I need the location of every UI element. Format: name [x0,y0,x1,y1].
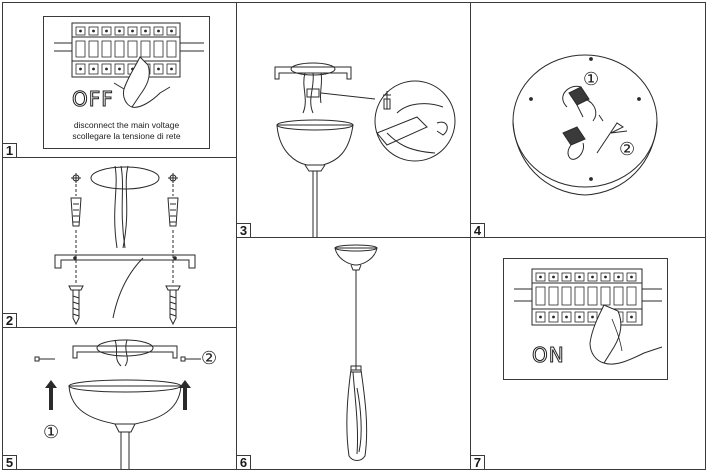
step-number-1: 1 [3,143,17,157]
step-1-inset: OFF disconnect the main voltage scollega… [43,16,210,149]
step-number-2: 2 [3,313,17,327]
finished-pendant-drawing [334,244,378,461]
step-5-order-2: ② [201,348,217,369]
instruction-sheet: OFF disconnect the main voltage scollega… [2,2,706,470]
step-7-panel: ON 7 [470,237,706,470]
step-4-panel: ① ② 4 [470,2,706,238]
breaker-panel-on-drawing [514,268,663,365]
wire-connection-drawing [274,62,456,237]
breaker-panel-off-drawing [54,22,204,108]
step-7-inset: ON [503,258,668,380]
step-number-5: 5 [3,455,17,469]
mounting-bracket-drawing [54,165,196,326]
step-6-panel: 6 [236,237,471,470]
step-number-7: 7 [471,455,485,469]
canopy-fixing-drawing: ① ② [34,339,217,469]
step-5-panel: ① ② 5 [2,327,237,470]
step-number-6: 6 [237,455,251,469]
step-3-panel: 3 [236,2,471,238]
bulb-insertion-drawing: ① ② [512,54,658,196]
step-1-caption-line-1: disconnect the main voltage [73,120,180,130]
off-label: OFF [72,87,114,112]
step-2-panel: 2 [2,157,237,328]
step-4-order-1: ① [583,69,599,90]
step-4-order-2: ② [619,139,635,160]
step-5-order-1: ① [43,422,59,443]
step-1-panel: OFF disconnect the main voltage scollega… [2,2,237,158]
on-label: ON [532,343,565,368]
step-number-3: 3 [237,223,251,237]
step-number-4: 4 [471,223,485,237]
step-1-caption-line-2: scollegare la tensione di rete [72,131,181,141]
